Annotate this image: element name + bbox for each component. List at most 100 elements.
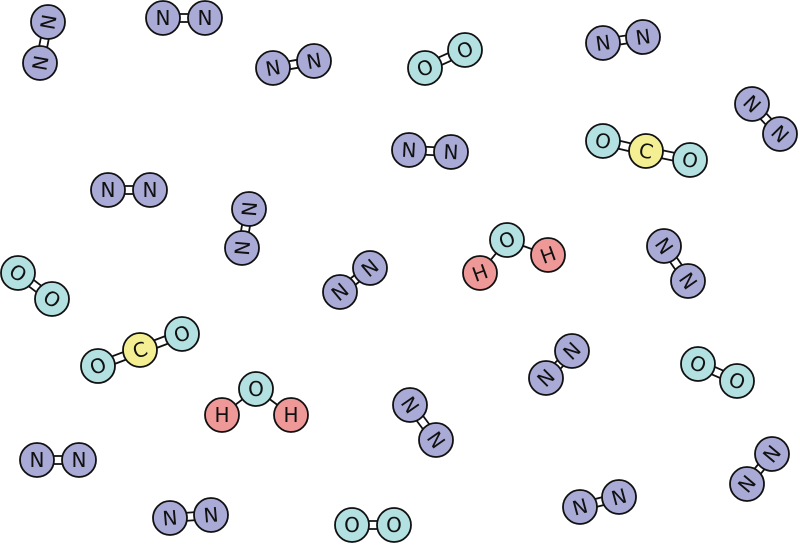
molecule-n2: NN [528, 333, 590, 396]
atom-label: N [570, 493, 591, 520]
atom-label: N [35, 13, 61, 32]
atom-o: O [680, 346, 716, 382]
atom-circle [296, 43, 332, 79]
molecule-n2: NN [224, 191, 267, 266]
atom-n: N [601, 479, 637, 515]
atom-label: O [686, 350, 709, 378]
atom-circle [164, 316, 200, 352]
atom-o: O [238, 371, 274, 407]
atom-label: O [593, 128, 613, 155]
atom-label: N [443, 140, 459, 165]
atom-n: N [729, 466, 765, 502]
atom-n: N [562, 489, 598, 525]
atom-circle [193, 497, 229, 533]
atom-circle [34, 281, 70, 317]
atom-circle [61, 442, 97, 478]
molecule-o2: OO [680, 346, 755, 399]
atom-label: N [156, 6, 171, 30]
atom-circle [729, 466, 765, 502]
atom-circle [489, 222, 525, 258]
atom-circle [391, 132, 427, 168]
atom-n: N [255, 50, 291, 86]
atom-circle [0, 255, 36, 291]
atom-o: O [585, 123, 621, 159]
atom-circle [672, 142, 708, 178]
atom-o: O [489, 222, 525, 258]
atom-n: N [224, 230, 260, 266]
atom-n: N [231, 191, 267, 227]
atom-o: O [80, 348, 116, 384]
atom-circle [734, 86, 770, 122]
atom-label: O [680, 147, 700, 174]
molecule-n2: NN [22, 4, 66, 81]
molecule-o2: OO [407, 32, 483, 86]
atom-o: O [34, 281, 70, 317]
atom-circle [187, 0, 223, 36]
atom-n: N [19, 442, 55, 478]
molecule-n2: NN [646, 228, 706, 299]
atom-circle [19, 442, 55, 478]
atom-label: N [401, 138, 417, 163]
atom-label: O [248, 377, 264, 401]
atom-o: O [407, 50, 443, 86]
atom-circle [625, 19, 661, 55]
molecule-n2: NN [734, 86, 798, 152]
atom-circle [224, 230, 260, 266]
atom-label: O [725, 367, 748, 395]
atom-label: O [386, 513, 402, 537]
atom-label: O [495, 226, 518, 254]
atom-n: N [391, 132, 427, 168]
atom-label: N [609, 483, 630, 510]
atom-circle [152, 500, 188, 536]
atom-circle [80, 348, 116, 384]
atom-circle [585, 25, 621, 61]
atom-circle [680, 346, 716, 382]
atom-n: N [734, 86, 770, 122]
atom-n: N [625, 19, 661, 55]
molecule-n2: NN [392, 387, 454, 458]
atom-circle [145, 0, 181, 36]
atom-o: O [164, 316, 200, 352]
atom-n: N [296, 43, 332, 79]
atom-n: N [754, 436, 790, 472]
atom-circle [447, 32, 483, 68]
atom-label: O [344, 513, 360, 537]
atom-circle [322, 274, 358, 310]
atom-o: O [672, 142, 708, 178]
atom-circle [238, 371, 274, 407]
atom-circle [231, 191, 267, 227]
atom-label: N [161, 505, 178, 530]
atom-n: N [554, 333, 590, 369]
atom-label: N [229, 239, 254, 256]
atom-circle [530, 237, 566, 273]
atom-n: N [322, 274, 358, 310]
atom-label: H [214, 403, 229, 427]
atom-n: N [528, 360, 564, 396]
molecule-n2: NN [322, 250, 388, 310]
atom-circle [762, 116, 798, 152]
atom-label: N [594, 30, 612, 56]
atom-circle [22, 45, 58, 81]
atom-n: N [646, 228, 682, 264]
atom-label: O [413, 54, 436, 82]
atom-n: N [670, 263, 706, 299]
atom-h: H [204, 397, 240, 433]
atom-n: N [30, 4, 66, 40]
atom-circle [255, 50, 291, 86]
atom-label: N [634, 24, 652, 50]
atom-circle [352, 250, 388, 286]
atom-circle [562, 489, 598, 525]
atom-label: N [143, 178, 158, 202]
atom-circle [433, 134, 469, 170]
atom-n: N [22, 45, 58, 81]
atom-label: N [236, 200, 261, 217]
